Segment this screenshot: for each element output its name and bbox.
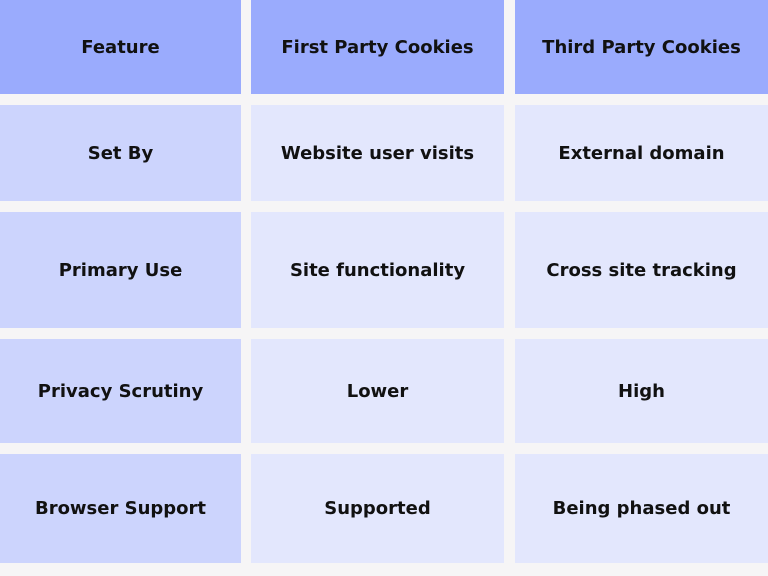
bottom-margin [0,563,768,576]
header-cell-third-party-cookies: Third Party Cookies [515,0,768,94]
table-cell: Being phased out [515,454,768,563]
header-cell-feature: Feature [0,0,241,94]
table-cell: Lower [251,339,504,443]
table-cell: High [515,339,768,443]
table-cell: Supported [251,454,504,563]
row-label-browser-support: Browser Support [0,454,241,563]
header-cell-first-party-cookies: First Party Cookies [251,0,504,94]
row-label-set-by: Set By [0,105,241,201]
table-cell: External domain [515,105,768,201]
row-label-primary-use: Primary Use [0,212,241,328]
row-label-privacy-scrutiny: Privacy Scrutiny [0,339,241,443]
table-cell: Site functionality [251,212,504,328]
table-cell: Cross site tracking [515,212,768,328]
table-cell: Website user visits [251,105,504,201]
